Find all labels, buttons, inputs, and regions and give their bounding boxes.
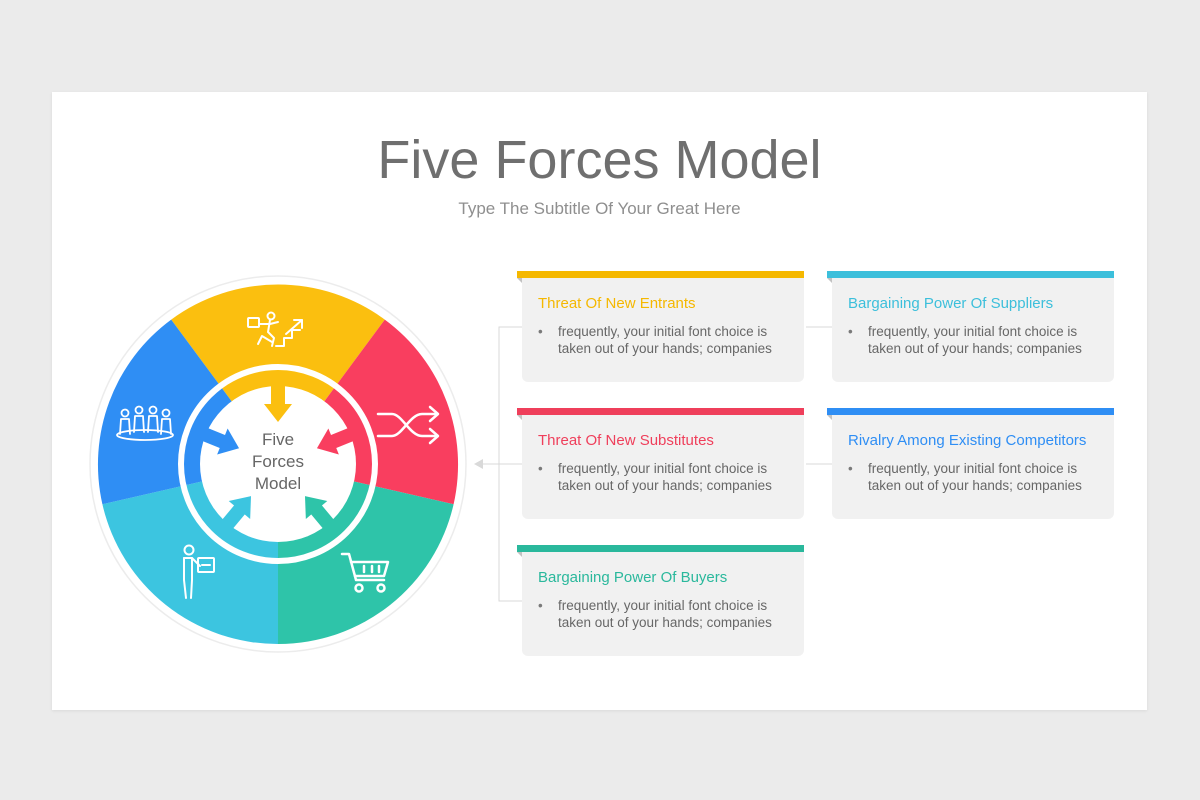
card-body: Bargaining Power Of Buyers frequently, y… <box>522 552 804 656</box>
card-bullet: frequently, your initial font choice is … <box>538 461 778 494</box>
slide: Five Forces Model Type The Subtitle Of Y… <box>52 92 1147 710</box>
card-fold <box>517 278 522 283</box>
card-bullet-list: frequently, your initial font choice is … <box>538 461 788 494</box>
card-new-entrants: Threat Of New Entrants frequently, your … <box>517 271 804 382</box>
inward-arrow-bottom-left <box>219 496 252 532</box>
card-heading: Bargaining Power Of Suppliers <box>848 295 1054 312</box>
card-fold <box>827 415 832 420</box>
card-bullet: frequently, your initial font choice is … <box>848 324 1088 357</box>
group-of-people-icon <box>116 405 174 441</box>
center-label-line3: Model <box>255 474 301 493</box>
shopping-cart-icon <box>340 552 390 593</box>
card-heading: Threat Of New Substitutes <box>538 432 714 449</box>
inward-arrow-top <box>264 382 292 422</box>
card-fold <box>517 552 522 557</box>
five-forces-wheel: Five Forces Model <box>89 275 467 653</box>
center-label-line2: Forces <box>252 452 304 471</box>
card-body: Rivalry Among Existing Competitors frequ… <box>832 415 1114 519</box>
card-bullet-list: frequently, your initial font choice is … <box>848 324 1098 357</box>
card-fold <box>827 278 832 283</box>
card-accent-bar <box>827 271 1114 278</box>
person-with-box-icon <box>183 544 215 599</box>
shuffle-arrows-icon <box>376 405 440 445</box>
card-accent-bar <box>517 408 804 415</box>
card-heading: Bargaining Power Of Buyers <box>538 569 728 586</box>
card-bullet-list: frequently, your initial font choice is … <box>848 461 1098 494</box>
connector-arrowhead <box>474 459 483 469</box>
page-title: Five Forces Model <box>377 130 822 190</box>
segment-new-entrants <box>171 284 385 464</box>
card-accent-bar <box>517 271 804 278</box>
card-body: Threat Of New Entrants frequently, your … <box>522 278 804 382</box>
card-heading: Rivalry Among Existing Competitors <box>848 432 1087 449</box>
card-bullet: frequently, your initial font choice is … <box>848 461 1088 494</box>
inward-arrow-bottom-right <box>304 496 337 532</box>
inward-arrow-left <box>199 426 240 455</box>
card-heading: Threat Of New Entrants <box>538 295 696 312</box>
card-bullet-list: frequently, your initial font choice is … <box>538 598 788 631</box>
card-substitutes: Threat Of New Substitutes frequently, yo… <box>517 408 804 519</box>
card-body: Bargaining Power Of Suppliers frequently… <box>832 278 1114 382</box>
card-rivalry: Rivalry Among Existing Competitors frequ… <box>827 408 1114 519</box>
card-bullet: frequently, your initial font choice is … <box>538 324 778 357</box>
card-fold <box>517 415 522 420</box>
card-bullet-list: frequently, your initial font choice is … <box>538 324 788 357</box>
page-subtitle: Type The Subtitle Of Your Great Here <box>458 199 741 218</box>
card-buyer-power: Bargaining Power Of Buyers frequently, y… <box>517 545 804 656</box>
card-body: Threat Of New Substitutes frequently, yo… <box>522 415 804 519</box>
card-bullet: frequently, your initial font choice is … <box>538 598 778 631</box>
card-accent-bar <box>517 545 804 552</box>
card-accent-bar <box>827 408 1114 415</box>
inward-arrow-right <box>316 426 357 455</box>
center-label-line1: Five <box>262 430 294 449</box>
businessman-running-upstairs-icon <box>247 311 303 347</box>
card-supplier-power: Bargaining Power Of Suppliers frequently… <box>827 271 1114 382</box>
